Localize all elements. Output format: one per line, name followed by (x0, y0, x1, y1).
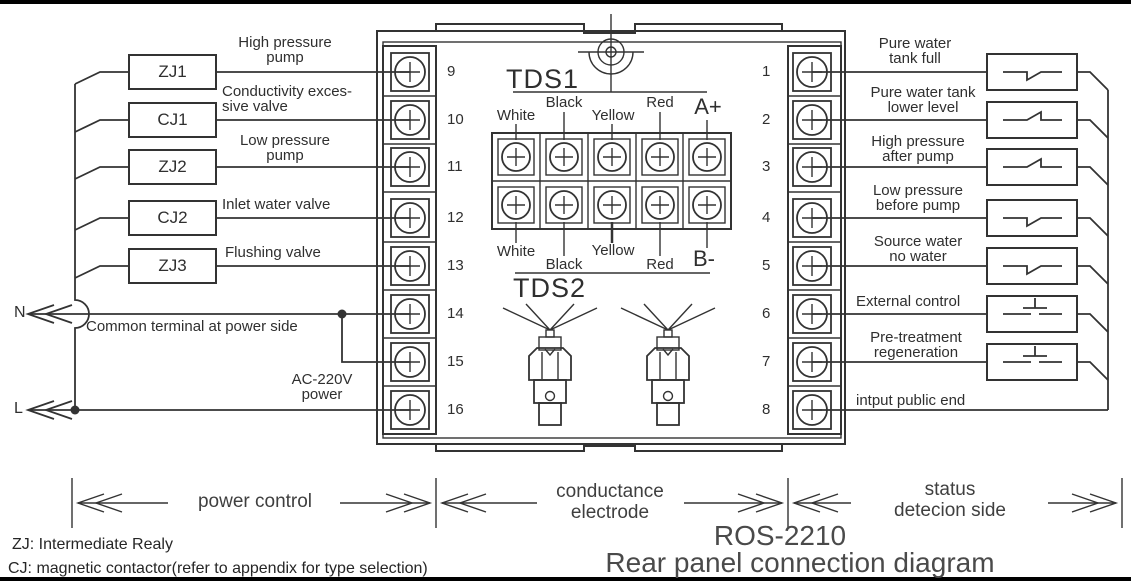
terminal-number-15: 15 (447, 353, 464, 370)
section-power-control: power control (197, 491, 313, 512)
switch-symbol-no-2 (1003, 110, 1062, 121)
tds-terminal-block (491, 91, 732, 274)
terminal-number-5: 5 (762, 257, 771, 274)
tds2-wire-yellow: Yellow (591, 242, 635, 259)
relay-function-label: Conductivity exces- sive valve (222, 83, 353, 115)
neutral-line (25, 304, 410, 363)
input-label-lower-level: Pure water tank lower level (870, 84, 976, 116)
input-label-tank-full: Pure water tank full (878, 35, 952, 67)
tds-screws (497, 138, 726, 224)
terminal-number-16: 16 (447, 401, 464, 418)
tds1-title: TDS1 (506, 64, 580, 94)
right-terminal-strip (787, 45, 842, 435)
tds1-wire-red: Red (646, 94, 674, 111)
ac-power-note: AC-220V power (291, 371, 353, 403)
input-label-low-pressure: Low pressure before pump (872, 182, 964, 214)
terminal-number-7: 7 (762, 353, 771, 370)
left-power-bus (74, 71, 128, 410)
relay-box-zj2: ZJ2 (128, 149, 217, 185)
conductance-electrode-2 (620, 303, 716, 426)
relay-name: ZJ1 (158, 62, 187, 81)
relay-name: ZJ2 (158, 157, 187, 176)
switch-symbol-nc-1 (1003, 71, 1062, 82)
left-terminal-strip (382, 45, 437, 435)
terminal-number-11: 11 (447, 158, 463, 175)
relay-function-label: Inlet water valve (222, 196, 331, 213)
tds2-wire-b-minus: B- (693, 246, 715, 271)
terminal-number-14: 14 (447, 305, 464, 322)
tds2-wire-white: White (496, 243, 536, 260)
relay-box-zj1: ZJ1 (128, 54, 217, 90)
note-cj: CJ: magnetic contactor(refer to appendix… (8, 560, 428, 577)
relay-box-cj1: CJ1 (128, 102, 217, 138)
terminal-screws-left (390, 52, 430, 430)
diagram-title: Rear panel connection diagram (605, 547, 995, 578)
terminal-number-2: 2 (762, 111, 771, 128)
input-label-pretreatment: Pre-treatment regeneration (870, 329, 962, 361)
tds2-wire-red: Red (646, 256, 674, 273)
input-label-public-end: intput public end (856, 392, 966, 409)
tds2-wire-black: Black (545, 256, 583, 273)
top-mounting-screw (578, 14, 644, 92)
live-label: L (14, 400, 23, 417)
relay-function-label: Low pressure pump (239, 132, 331, 164)
terminal-number-1: 1 (762, 63, 771, 80)
relay-box-cj2: CJ2 (128, 200, 217, 236)
status-switch-boxes (986, 53, 1078, 381)
relay-function-label: Flushing valve (225, 244, 321, 261)
right-common-bus (1077, 71, 1109, 410)
section-status-detection: status detecion side (894, 479, 1006, 521)
terminal-number-9: 9 (447, 63, 456, 80)
neutral-label: N (14, 304, 26, 321)
section-conductance-electrode: conductance electrode (556, 481, 664, 523)
terminal-number-8: 8 (762, 401, 771, 418)
terminal-number-3: 3 (762, 158, 771, 175)
bottom-edge-bar (0, 577, 1131, 581)
conductance-electrode-1 (502, 303, 598, 426)
tds1-wire-white: White (496, 107, 536, 124)
terminal-number-12: 12 (447, 209, 464, 226)
live-line (25, 400, 410, 420)
relay-function-label: High pressure pump (238, 34, 332, 66)
tds1-wire-black: Black (545, 94, 583, 111)
tds-wire-leaders (515, 112, 708, 256)
terminal-number-6: 6 (762, 305, 771, 322)
input-label-high-pressure: High pressure after pump (871, 133, 965, 165)
terminal-number-4: 4 (762, 209, 771, 226)
tds2-title: TDS2 (513, 273, 587, 303)
tds1-wire-yellow: Yellow (591, 107, 635, 124)
switch-symbol-no-3 (1003, 157, 1062, 168)
tds1-wire-a-plus: A+ (694, 94, 722, 119)
switch-symbol-button-7 (1003, 346, 1062, 363)
switch-symbol-button-6 (1003, 298, 1062, 315)
input-label-source-water: Source water no water (873, 233, 963, 265)
top-edge-bar (0, 0, 1131, 4)
note-zj: ZJ: Intermediate Realy (12, 536, 173, 553)
relay-box-zj3: ZJ3 (128, 248, 217, 284)
model-title: ROS-2210 (713, 520, 847, 551)
terminal-screws-right (792, 52, 832, 430)
switch-symbol-nc-4 (1003, 217, 1062, 228)
input-label-external-ctrl: External control (856, 293, 961, 310)
terminal-number-13: 13 (447, 257, 464, 274)
common-terminal-note: Common terminal at power side (86, 318, 298, 335)
relay-name: CJ2 (157, 208, 188, 227)
relay-name: ZJ3 (158, 256, 187, 275)
relay-name: CJ1 (157, 110, 188, 129)
terminal-number-10: 10 (447, 111, 464, 128)
switch-symbol-nc-5 (1003, 265, 1062, 276)
status-input-wires (812, 71, 1108, 411)
section-dimension-lines (71, 478, 1123, 528)
